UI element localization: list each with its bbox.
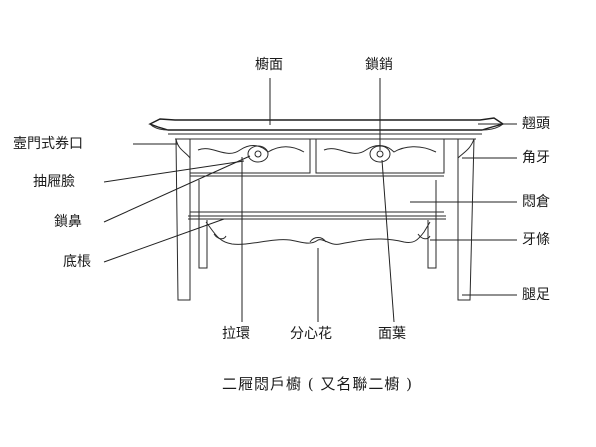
front-right-leg xyxy=(457,138,475,301)
label-fenxinhua: 分心花 xyxy=(290,326,332,342)
right-spandrel xyxy=(457,138,475,159)
label-mianye: 面葉 xyxy=(378,326,406,342)
left-drawer-cloud-panel xyxy=(197,145,305,154)
right-lock-nose xyxy=(376,150,384,158)
diagram-caption: 二屜悶戶櫥 ( 又名聯二櫥 ) xyxy=(222,375,414,393)
label-tuizu: 腿足 xyxy=(522,287,550,303)
leader-suobi xyxy=(103,155,251,223)
center-flower xyxy=(309,237,327,243)
leader-digen xyxy=(103,218,225,263)
label-choutilian: 抽屜臉 xyxy=(33,174,75,190)
back-left-leg xyxy=(198,180,208,269)
label-yatiao: 牙條 xyxy=(522,232,550,248)
label-jiaoya: 角牙 xyxy=(522,150,550,166)
left-lock-nose xyxy=(254,150,262,158)
leader-choutilian xyxy=(103,160,245,183)
right-everted-end xyxy=(481,123,504,131)
right-apron-curl xyxy=(417,233,431,240)
left-apron-curl xyxy=(213,233,227,240)
leader-mianye xyxy=(381,159,395,323)
label-suobi: 鎖鼻 xyxy=(54,214,82,230)
label-digen: 底棖 xyxy=(63,254,91,270)
label-suoxiao: 鎖銷 xyxy=(365,57,393,73)
label-qiaotou: 翹頭 xyxy=(522,116,550,132)
label-mencang: 悶倉 xyxy=(522,194,550,210)
left-face-plate xyxy=(247,145,269,163)
back-right-leg xyxy=(427,180,437,269)
label-chumian: 櫥面 xyxy=(255,57,283,73)
left-everted-end xyxy=(149,123,169,131)
left-spandrel xyxy=(175,138,191,159)
front-left-leg xyxy=(175,138,191,301)
cabinet-top-board xyxy=(148,117,505,131)
label-lahuan: 拉環 xyxy=(222,326,250,342)
front-apron xyxy=(205,221,431,245)
label-humenshi: 壼門式券口 xyxy=(13,136,83,152)
